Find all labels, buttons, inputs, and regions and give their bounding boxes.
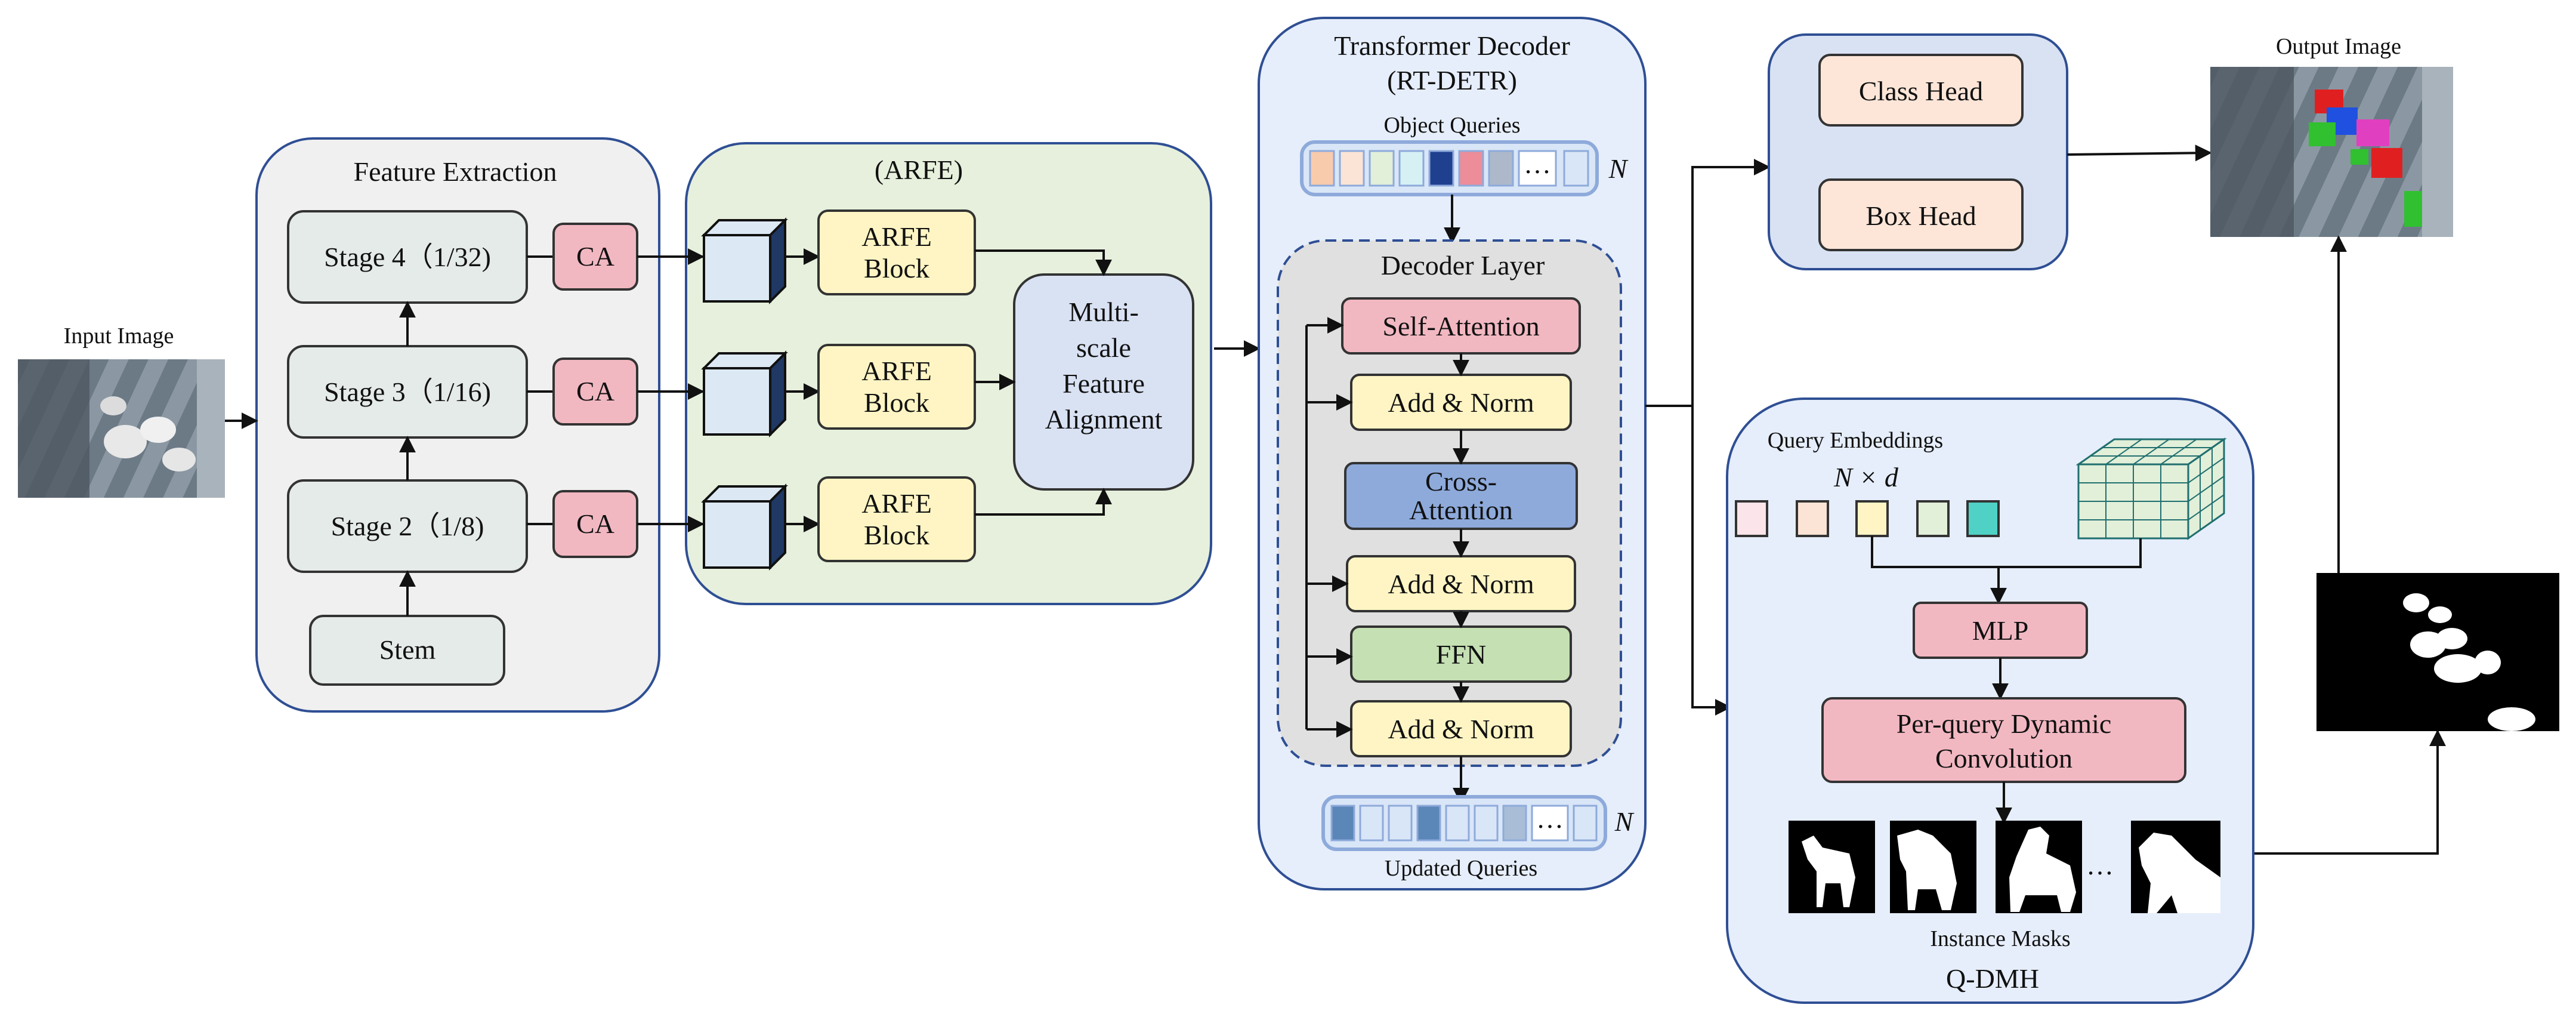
output-image	[2210, 67, 2453, 237]
cross-attention-line1: Cross-	[1425, 466, 1497, 497]
feature-extraction-title: Feature Extraction	[353, 156, 557, 187]
alignment-line1: Multi-	[1068, 297, 1139, 327]
stage2-label: Stage 2（1/8)	[331, 511, 484, 541]
updated-queries-label: Updated Queries	[1385, 856, 1537, 881]
dynamic-convolution-line1: Per-query Dynamic	[1897, 708, 2112, 739]
alignment-line3: Feature	[1062, 368, 1145, 399]
link-embeddings-features	[1871, 536, 2142, 568]
instance-mask-4	[2131, 821, 2220, 913]
decoder-layer-title: Decoder Layer	[1381, 250, 1545, 281]
instance-mask-1	[1789, 821, 1875, 913]
nxd-label: N × d	[1833, 462, 1899, 492]
object-query-tokens	[1300, 140, 1599, 196]
updated-query-tokens	[1321, 795, 1607, 851]
decoder-title-line2: (RT-DETR)	[1387, 65, 1517, 95]
add-norm-label-3: Add & Norm	[1388, 714, 1534, 744]
arrow-masks-to-combined	[2220, 729, 2446, 855]
combined-mask-image	[2316, 573, 2559, 731]
ffn-label: FFN	[1436, 639, 1486, 670]
feature-volume-grid	[2075, 437, 2227, 540]
masks-dots: …	[2086, 850, 2114, 880]
input-image-label: Input Image	[64, 323, 174, 349]
mlp-label: MLP	[1972, 615, 2029, 646]
arfe-title: (ARFE)	[875, 155, 963, 185]
stage3-label: Stage 3（1/16)	[324, 377, 491, 407]
add-norm-label-2: Add & Norm	[1388, 569, 1534, 599]
object-queries-n: N	[1608, 153, 1629, 184]
ca-label-stage4: CA	[576, 241, 614, 272]
instance-mask-3	[1996, 821, 2082, 913]
class-head-box	[1818, 54, 2024, 127]
arfe-block-2-line2: Block	[864, 520, 929, 550]
ca-label-stage3: CA	[576, 376, 614, 406]
arfe-block-2	[817, 476, 976, 562]
instance-mask-2	[1890, 821, 1976, 913]
self-attention-label: Self-Attention	[1382, 311, 1539, 341]
arfe-block-3-line2: Block	[864, 387, 929, 418]
input-image	[18, 359, 225, 498]
query-embedding-tokens	[1735, 500, 2000, 537]
feature-cube-3	[701, 350, 788, 437]
arrow-arfe2-align	[975, 488, 1112, 516]
query-embeddings-label: Query Embeddings	[1768, 428, 1943, 453]
box-head-label: Box Head	[1865, 201, 1976, 231]
residual-connections	[1305, 317, 1353, 738]
dynamic-convolution-line2: Convolution	[1935, 743, 2072, 774]
object-queries-label: Object Queries	[1384, 113, 1521, 138]
alignment-line4: Alignment	[1045, 404, 1163, 434]
qdmh-title: Q-DMH	[1946, 963, 2039, 994]
arfe-block-3-line1: ARFE	[861, 356, 932, 386]
class-head-label: Class Head	[1859, 76, 1983, 106]
decoder-output-branch	[1645, 159, 1771, 716]
updated-queries-dots: …	[1536, 803, 1564, 834]
cross-attention-line2: Attention	[1409, 495, 1513, 525]
feature-cube-2	[701, 483, 788, 571]
object-queries-dots: …	[1524, 149, 1551, 179]
arfe-block-4-line1: ARFE	[861, 221, 932, 252]
output-image-label: Output Image	[2276, 34, 2401, 59]
arfe-block-2-line1: ARFE	[861, 488, 932, 519]
arfe-block-4-line2: Block	[864, 253, 929, 283]
arrow-heads-to-output	[2067, 144, 2212, 162]
updated-queries-n: N	[1614, 806, 1635, 837]
box-head-box	[1818, 178, 2024, 251]
stage4-label: Stage 4（1/32)	[324, 242, 491, 272]
stem-label: Stem	[379, 634, 436, 665]
ca-label-stage2: CA	[576, 509, 614, 539]
feature-cube-4	[701, 217, 788, 304]
instance-masks-label: Instance Masks	[1930, 926, 2070, 951]
decoder-title-line1: Transformer Decoder	[1334, 30, 1570, 61]
arfe-block-3	[817, 344, 976, 430]
arrow-arfe4-align	[975, 249, 1112, 276]
arfe-block-4	[817, 209, 976, 295]
add-norm-label-1: Add & Norm	[1388, 387, 1534, 418]
alignment-line2: scale	[1076, 332, 1131, 363]
